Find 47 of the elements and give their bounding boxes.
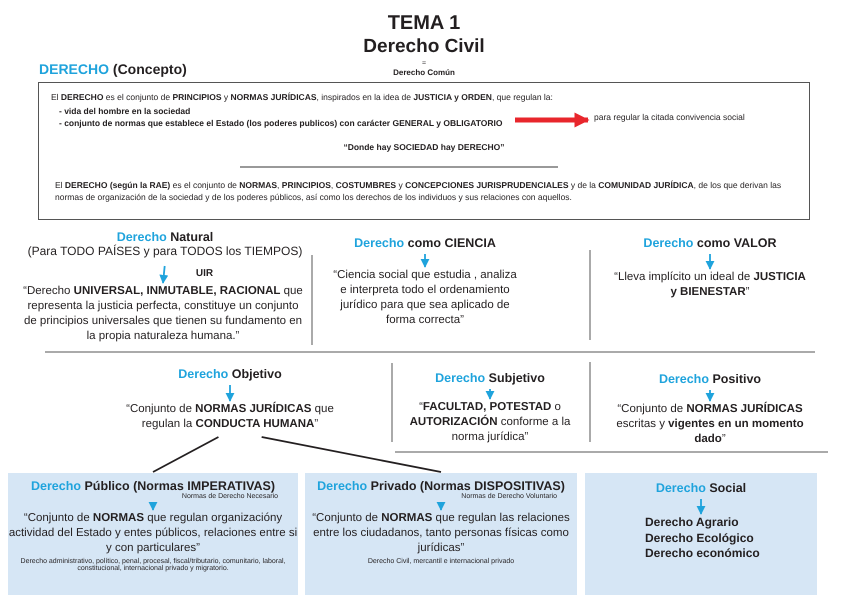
heading: Derecho Positivo [658, 372, 762, 386]
heading: Derecho Privado (Normas DISPOSITIVAS) [316, 479, 566, 493]
list-item: Derecho Ecológico [644, 530, 755, 546]
arrow [159, 266, 168, 284]
paragraph: El DERECHO (según la RAE) es el conjunto de NORMAS, PRINCIPIOS, COSTUMBRES y CONCEPCIONES JURISPRUDENCIALES y de la COMUNIDAD JURÍDICA, de los que derivan las normas de organización de la sociedad y de los poderes públicos, así como los derechos de los individuos y sus relaciones con aquellos. [55, 179, 782, 204]
paragraph: - vida del hombre en la sociedad [59, 105, 192, 118]
heading: Derecho Natural [116, 230, 214, 244]
arrow [486, 389, 494, 400]
category-panel [305, 473, 577, 595]
heading: DERECHO (Concepto) [39, 61, 188, 77]
arrow [706, 390, 714, 402]
paragraph: (Para TODO PAÍSES y para TODOS los TIEMPOS) [26, 244, 304, 258]
label-text: Derecho Común [392, 68, 456, 77]
arrow [515, 112, 590, 128]
list-item: Derecho Agrario [644, 515, 740, 531]
paragraph: El DERECHO es el conjunto de PRINCIPIOS y NORMAS JURÍDICAS, inspirados en la idea de JUSTICIA y ORDEN, que regulan la: [51, 91, 554, 104]
definition-text: “FACULTAD, POTESTAD o AUTORIZACIÓN conforme a la norma jurídica” [408, 400, 572, 445]
arrow [148, 502, 158, 511]
definition-text: “Ciencia social que estudia , analiza e interpreta todo el ordenamiento jurídico para que sea aplicado de forma correcta” [332, 268, 518, 328]
edge-label: UIR [194, 268, 216, 278]
heading: Derecho como CIENCIA [353, 236, 497, 250]
definition-text: “Conjunto de NORMAS JURÍDICAS escritas y vigentes en un momento dado” [615, 402, 805, 447]
paragraph: - conjunto de normas que establece el Estado (los poderes publicos) con carácter GENERAL y OBLIGATORIO [59, 117, 504, 130]
arrow [226, 385, 234, 402]
definition-text: “Derecho UNIVERSAL, INMUTABLE, RACIONAL que representa la justicia perfecta, constituye un conjunto de principios universales que tienen su fundamento en la propia naturaleza humana.” [22, 284, 304, 344]
heading: Derecho como VALOR [642, 236, 778, 250]
title: TEMA 1 [386, 12, 462, 35]
heading: Derecho Subjetivo [434, 371, 546, 385]
definition-text: “Conjunto de NORMAS que regulan las relaciones entre los ciudadanos, tanto personas físicas como jurídicas” [311, 511, 571, 556]
connector-line [261, 436, 442, 473]
definition-text: “Conjunto de NORMAS JURÍDICAS que regulan la CONDUCTA HUMANA” [125, 402, 335, 432]
arrow [420, 254, 430, 268]
connector-line [152, 436, 219, 473]
category-panel [8, 473, 298, 595]
paragraph: para regular la citada convivencia social [594, 111, 746, 124]
heading: Derecho Público (Normas IMPERATIVAS) [30, 479, 276, 493]
definition-text: “Lleva implícito un ideal de JUSTICIA y BIENESTAR” [613, 270, 807, 300]
subtitle: Derecho Civil [362, 36, 486, 58]
arrow [436, 502, 446, 511]
arrow [696, 499, 706, 515]
category-panel [585, 473, 817, 595]
definition-text: “Conjunto de NORMAS que regulan organizacióny actividad del Estado y entes públicos, relaciones entre si y con particulares” [8, 511, 298, 556]
arrow [706, 254, 714, 270]
heading: Derecho Social [654, 481, 748, 495]
heading: Derecho Objetivo [177, 367, 283, 381]
list-item: Derecho económico [644, 546, 761, 562]
paragraph: “Donde hay SOCIEDAD hay DERECHO” [342, 141, 506, 154]
